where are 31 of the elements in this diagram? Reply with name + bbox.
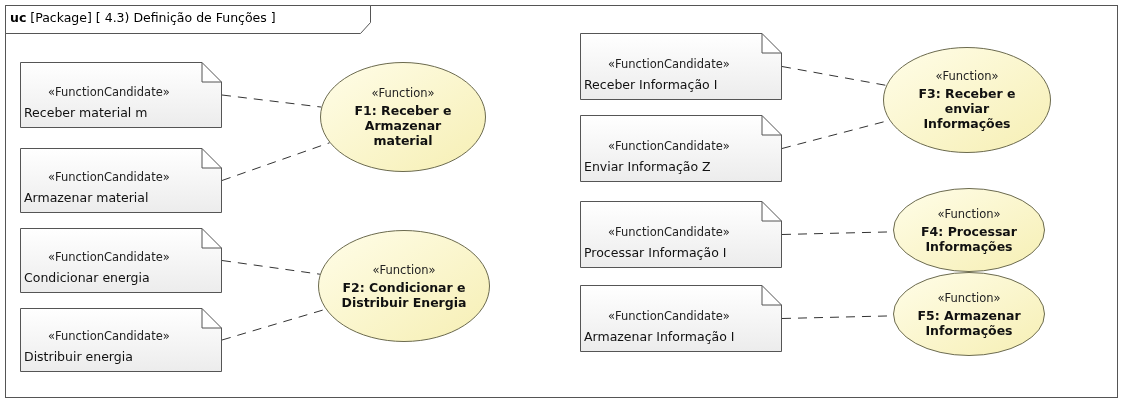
function-name: F2: Condicionar e Distribuir Energia — [340, 279, 468, 310]
stereotype-label: «FunctionCandidate» — [48, 329, 170, 343]
candidate-name: Processar Informação I — [584, 245, 727, 260]
function-name: F1: Receber e Armazenar material — [353, 103, 453, 148]
dashed-association-line — [221, 142, 331, 181]
candidate-name: Receber Informação I — [584, 77, 718, 92]
stereotype-label: «FunctionCandidate» — [608, 309, 730, 323]
candidate-name: Enviar Informação Z — [584, 159, 711, 174]
function-name: F5: Armazenar Informações — [916, 307, 1022, 338]
stereotype-label: «FunctionCandidate» — [48, 170, 170, 184]
candidate-name: Condicionar energia — [24, 270, 150, 285]
stereotype-label: «Function» — [371, 86, 435, 100]
stereotype-label: «FunctionCandidate» — [608, 139, 730, 153]
candidate-name: Distribuir energia — [24, 349, 133, 364]
candidate-name: Armazenar Informação I — [584, 329, 735, 344]
stereotype-label: «Function» — [937, 290, 1001, 305]
stereotype-label: «Function» — [372, 262, 436, 277]
stereotype-label: «FunctionCandidate» — [608, 225, 730, 239]
function-name: F4: Processar Informações — [920, 223, 1018, 254]
candidate-name: Armazenar material — [24, 190, 149, 205]
stereotype-label: «Function» — [935, 69, 999, 83]
dashed-association-line — [221, 94, 322, 108]
stereotype-label: «FunctionCandidate» — [48, 85, 170, 99]
frame-title: uc [Package] [ 4.3) Definição de Funções ] — [10, 10, 276, 25]
candidate-name: Receber material m — [24, 105, 148, 120]
stereotype-label: «FunctionCandidate» — [48, 250, 170, 264]
dashed-association-line — [221, 260, 321, 275]
stereotype-label: «FunctionCandidate» — [608, 57, 730, 71]
stereotype-label: «Function» — [937, 206, 1001, 221]
function-name: F3: Receber e enviar Informações — [917, 86, 1017, 131]
dashed-association-line — [781, 66, 887, 86]
